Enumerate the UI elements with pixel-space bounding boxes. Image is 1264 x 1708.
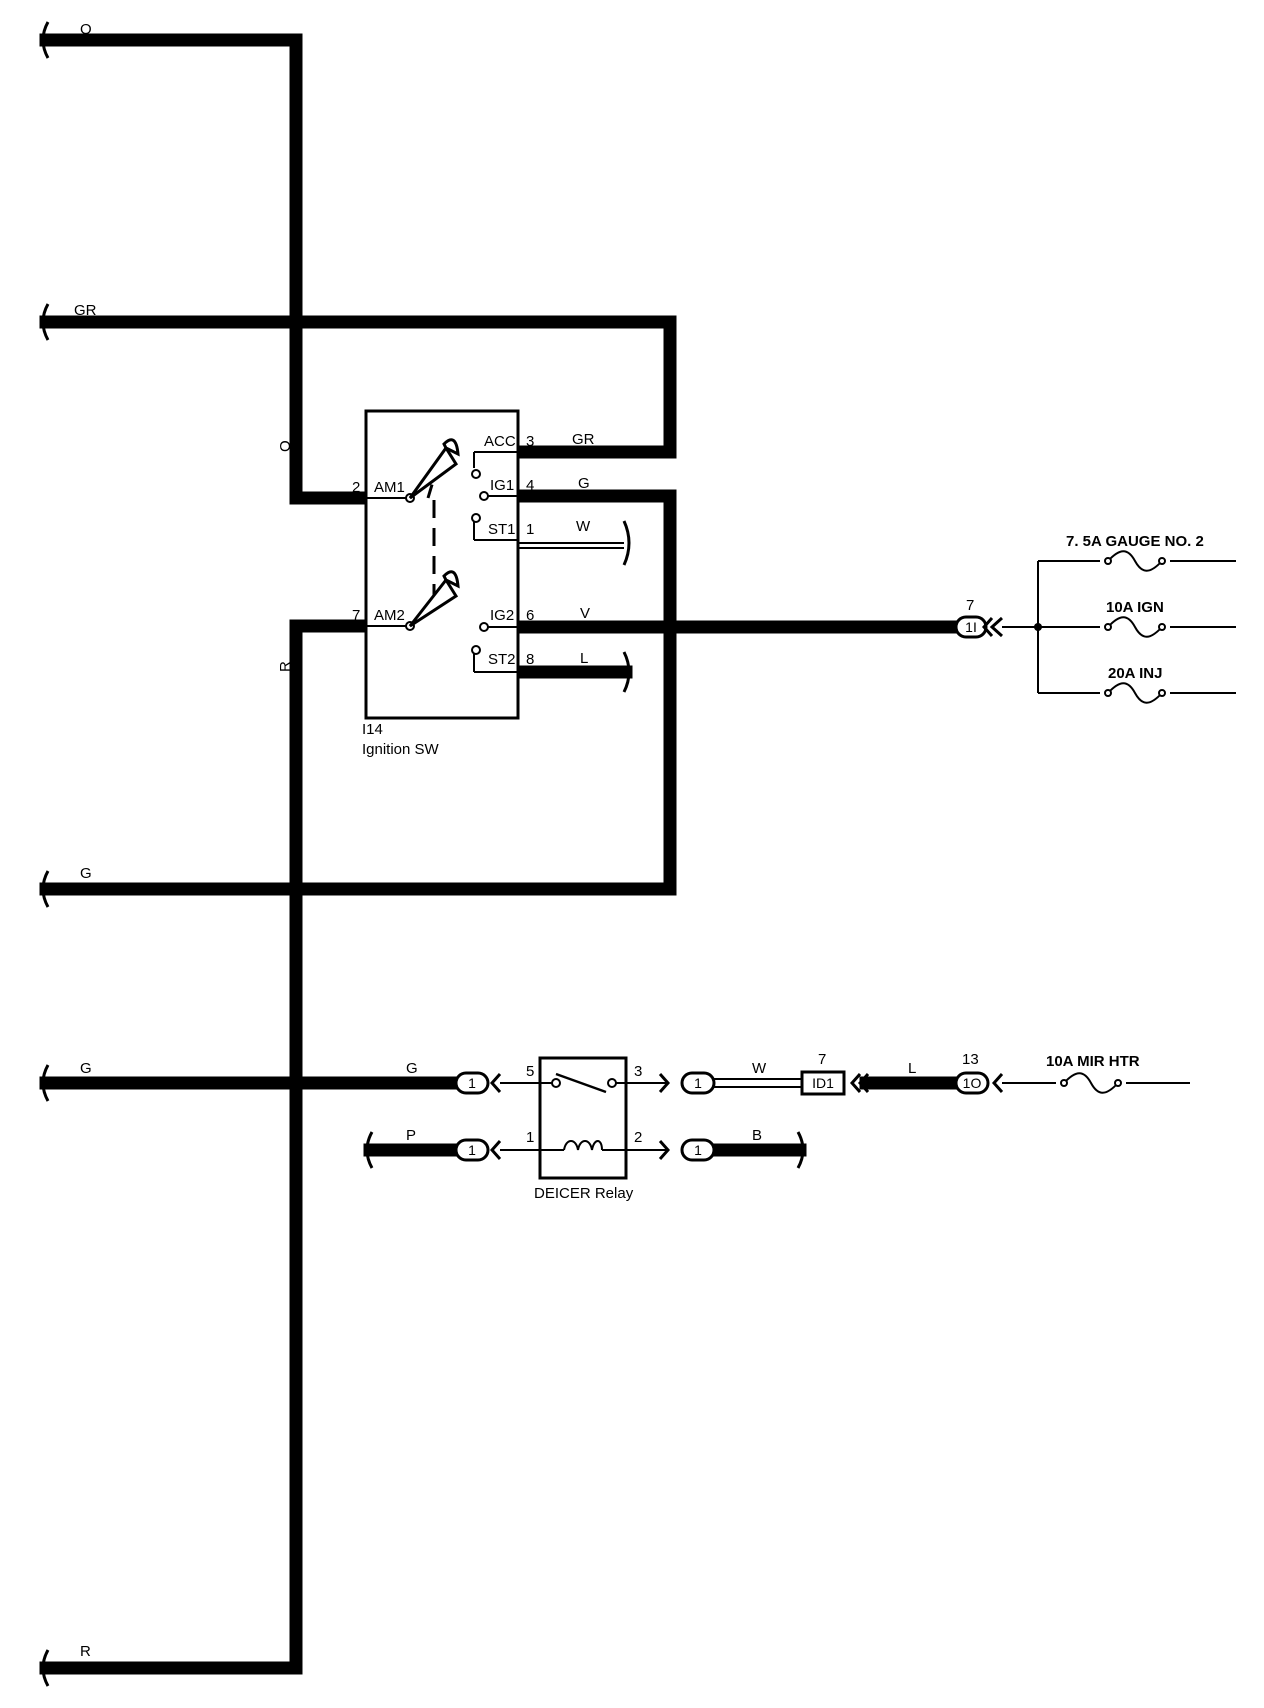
conn-relay-in [454,1071,490,1095]
label-ig2-wire: V [580,605,590,622]
connector-id1: ID1 7 [800,1051,870,1096]
label-ig1: IG1 [490,477,514,494]
wire-breaks [41,21,805,1687]
label-relay-p-wire: P [406,1127,416,1144]
connector-1o-label: 1O [963,1075,982,1091]
label-am2: AM2 [374,607,405,624]
label-mir-l-wire: L [908,1060,916,1077]
fuse-block: 7. 5A GAUGE NO. 2 10A IGN 20A INJ [1037,533,1236,704]
break-b [796,1131,805,1169]
label-relay-b-wire: B [752,1127,762,1144]
label-vertical-o: O [277,440,294,452]
pin-ig1: 4 [526,477,534,494]
label-left-g-upper: G [80,865,92,882]
label-left-o: O [80,21,92,38]
wire-o [39,33,371,505]
connector-1i-label: 1I [965,619,977,635]
ignition-switch-name: Ignition SW [362,741,440,758]
label-acc: ACC [484,433,516,450]
label-left-gr: GR [74,302,97,319]
fuse-mir-htr: 10A MIR HTR [1046,1053,1140,1094]
fuse-mir-htr-label: 10A MIR HTR [1046,1053,1140,1070]
break-gr [41,303,50,341]
relay-name: DEICER Relay [534,1185,634,1202]
label-ig1-wire: G [578,475,590,492]
pin-ig2: 6 [526,607,534,624]
label-vertical-r: R [277,661,294,672]
am1-lever-tip [442,438,460,457]
wire-g-ig1 [39,489,677,896]
fuse-inj-label: 20A INJ [1108,665,1162,682]
label-st1-wire: W [576,518,591,535]
wire-gr [39,315,677,459]
conn-relay-out [680,1071,716,1095]
conn-relay-b [680,1138,716,1162]
label-st2: ST2 [488,651,516,668]
deicer-relay-body [538,1056,628,1180]
relay-pin2: 2 [634,1129,642,1146]
relay-connectors: 1 1 1 1 [454,1071,802,1162]
conn-relay-b-label: 1 [694,1142,702,1158]
pin-st2: 8 [526,651,534,668]
label-left-r: R [80,1643,91,1660]
pin-acc: 3 [526,433,534,450]
connector-id1-body [800,1070,846,1096]
am2-lever-tip [442,570,460,589]
connector-id1-label: ID1 [812,1075,834,1091]
trunk-wires [39,33,965,1675]
break-g-lower [41,1064,50,1102]
wire-r [39,619,371,1675]
pin-am1: 2 [352,479,360,496]
label-relay-out-wire: W [752,1060,767,1077]
fuse-gauge-label: 7. 5A GAUGE NO. 2 [1066,533,1204,550]
am1-lever [408,445,459,500]
label-st1: ST1 [488,521,516,538]
connector-1o-body [954,1071,990,1095]
label-acc-wire: GR [572,431,595,448]
break-w [622,520,631,566]
label-ig2: IG2 [490,607,514,624]
break-g-upper [41,870,50,908]
am2-lever [408,577,459,628]
relay-pin3: 3 [634,1063,642,1080]
connector-1i-pin: 7 [966,597,974,614]
break-r [41,1649,50,1687]
relay-pin5: 5 [526,1063,534,1080]
connector-1i: 1I 7 [954,597,1236,639]
relay-pin1: 1 [526,1129,534,1146]
connector-1o-pin: 13 [962,1051,979,1068]
label-left-g-lower: G [80,1060,92,1077]
conn-relay-out-label: 1 [694,1075,702,1091]
ignition-switch: 2 AM1 7 AM2 ACC 3 IG1 4 ST1 1 IG2 6 ST2 … [352,409,624,758]
conn-relay-in-label: 1 [468,1075,476,1091]
pin-am2: 7 [352,607,360,624]
conn-relay-p [454,1138,490,1162]
connector-id1-pin: 7 [818,1051,826,1068]
label-relay-in-wire: G [406,1060,418,1077]
break-o [41,21,50,59]
conn-relay-p-label: 1 [468,1142,476,1158]
ignition-switch-id: I14 [362,721,383,738]
break-l [622,651,631,693]
deicer-relay: 5 3 1 2 DEICER Relay [500,1056,666,1202]
ignition-switch-internal [366,451,624,673]
wire-labels: O GR O R G G R GR G W V L G P W B L [74,21,916,1660]
label-am1: AM1 [374,479,405,496]
fuse-ign-label: 10A IGN [1106,599,1164,616]
connector-1o: 1O 13 [954,1051,1190,1095]
pin-st1: 1 [526,521,534,538]
label-st2-wire: L [580,650,588,667]
break-p [365,1131,374,1169]
